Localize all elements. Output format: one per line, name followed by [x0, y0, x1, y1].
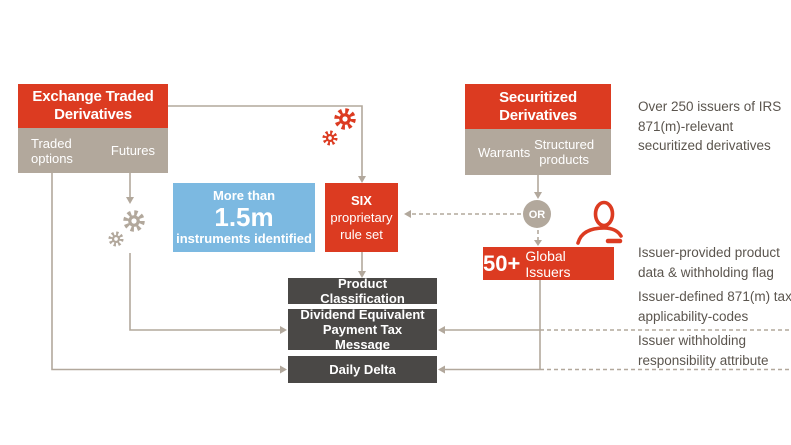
instruments-suffix: instruments identified — [176, 231, 312, 246]
person-icon — [576, 200, 623, 245]
six-rule-set-box: SIX proprietary rule set — [325, 183, 398, 252]
global-issuers-figure: 50+ — [483, 250, 521, 276]
annotation-issuer-count: Over 250 issuers of IRS 871(m)-relevant … — [638, 99, 782, 153]
securitized-derivatives-title: Securitized Derivatives — [499, 88, 577, 124]
dividend-equivalent-label: Dividend Equivalent Payment Tax Message — [300, 307, 425, 352]
gears-icon — [123, 210, 145, 232]
product-classification-label: Product Classification — [320, 276, 405, 306]
daily-delta-box: Daily Delta — [288, 356, 437, 383]
or-badge: OR — [523, 200, 551, 228]
global-issuers-box: 50+ Global Issuers — [483, 247, 614, 280]
rule-set-line2: proprietary — [330, 210, 393, 225]
traded-options-label: Traded options — [31, 135, 73, 166]
securitized-derivatives-box: Securitized Derivatives — [465, 84, 611, 129]
rule-set-line3: rule set — [340, 227, 383, 242]
arrowhead — [358, 176, 366, 183]
securitized-sub-box: Warrants Structured products — [465, 129, 611, 175]
arrowhead — [438, 326, 445, 334]
global-issuers-label: Global Issuers — [525, 247, 571, 280]
instruments-stat-box: More than 1.5m instruments identified — [173, 183, 315, 252]
arrowhead — [404, 210, 411, 218]
exchange-traded-derivatives-box: Exchange Traded Derivatives — [18, 84, 168, 128]
gears-icon — [108, 231, 124, 247]
product-classification-box: Product Classification — [288, 276, 437, 306]
exchange-sub-box: Traded options Futures — [18, 128, 168, 173]
six-brand-label: SIX — [351, 193, 372, 208]
instruments-figure: 1.5m — [214, 202, 274, 232]
connector-exchange-to-ruleset — [168, 105, 363, 176]
arrowhead — [438, 365, 445, 374]
dividend-equivalent-box: Dividend Equivalent Payment Tax Message — [288, 307, 437, 352]
daily-delta-label: Daily Delta — [329, 362, 396, 377]
gears-icon — [334, 108, 356, 130]
arrowhead — [280, 326, 287, 334]
annotation-issuer-provided-data: Issuer-provided product data & withholdi… — [638, 245, 780, 280]
arrowhead — [534, 240, 542, 246]
exchange-traded-derivatives-title: Exchange Traded Derivatives — [32, 88, 154, 123]
connector-gears-to-taxmessage — [129, 253, 280, 331]
futures-label: Futures — [110, 143, 155, 158]
arrowhead — [126, 197, 134, 204]
connector-options-to-dailydelta — [51, 173, 280, 371]
warrants-label: Warrants — [478, 144, 531, 160]
instruments-prefix: More than — [212, 188, 276, 203]
structured-products-label: Structured products — [534, 137, 595, 167]
annotation-tax-applicability: Issuer-defined 871(m) tax applicability-… — [638, 289, 791, 324]
or-badge-label: OR — [529, 209, 546, 221]
arrowhead — [534, 192, 542, 199]
annotation-withholding-responsibility: Issuer withholding responsibility attrib… — [638, 333, 769, 368]
arrowhead — [358, 271, 366, 278]
arrowhead — [280, 365, 287, 374]
gears-icon — [322, 130, 338, 146]
